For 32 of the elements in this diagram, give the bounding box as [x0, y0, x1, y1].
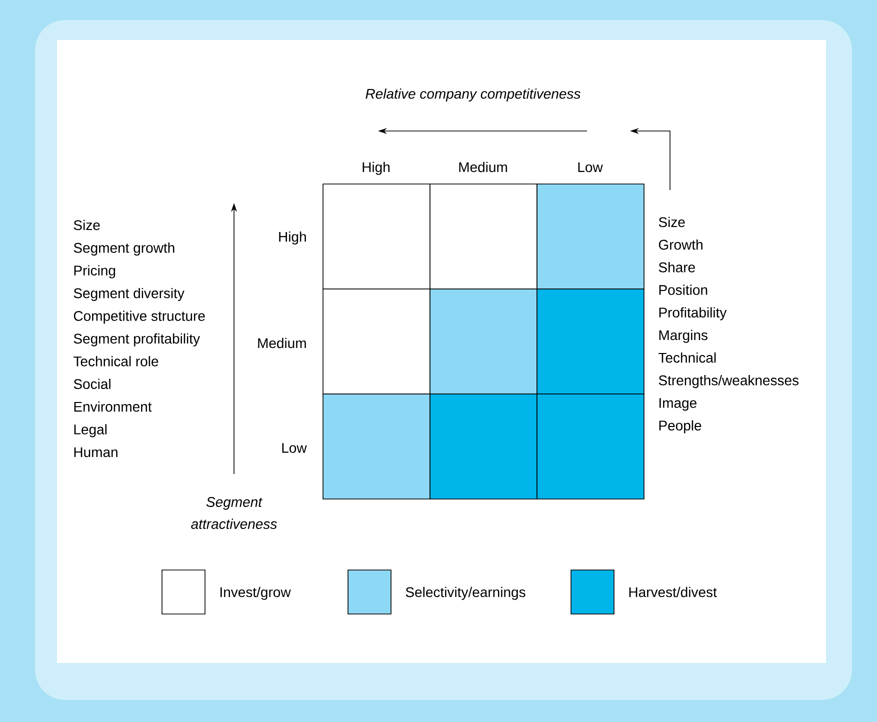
- factor-label: Pricing: [74, 265, 116, 278]
- factor-label: Margins: [659, 330, 708, 343]
- factor-label: Technical: [658, 352, 716, 363]
- factor-label: Human: [74, 447, 118, 458]
- axis-title: Segment attractiveness: [191, 497, 277, 529]
- factor-label: Image: [660, 398, 696, 411]
- legend-label: Harvest/divest: [629, 586, 717, 598]
- factor-label: Share: [658, 262, 695, 272]
- factor-label: Strengths/weaknesses: [658, 375, 799, 388]
- factor-label: Size: [658, 216, 685, 228]
- factor-label: Segment diversity: [74, 288, 184, 301]
- column-label: Medium: [459, 162, 507, 172]
- factor-label: Segment profitability: [74, 333, 200, 346]
- factor-label: Segment growth: [74, 242, 174, 256]
- row-label: Medium: [258, 338, 306, 348]
- factor-label: People: [659, 420, 702, 434]
- row-label: High: [279, 231, 306, 245]
- factor-label: Technical role: [74, 356, 158, 366]
- legend-label: Invest/grow: [220, 586, 291, 600]
- factor-label: Environment: [74, 401, 152, 412]
- factor-label: Legal: [74, 424, 107, 438]
- legend-label: Selectivity/earnings: [406, 586, 526, 600]
- axis-title: Relative company competitiveness: [366, 88, 580, 102]
- factor-label: Profitability: [659, 307, 727, 320]
- factor-label: Competitive structure: [74, 310, 205, 324]
- factor-label: Size: [74, 220, 100, 230]
- factor-label: Position: [659, 284, 708, 295]
- column-label: Low: [578, 162, 603, 172]
- factor-label: Growth: [658, 239, 702, 250]
- factor-label: Social: [74, 378, 110, 390]
- column-label: High: [362, 162, 390, 175]
- row-label: Low: [282, 443, 307, 453]
